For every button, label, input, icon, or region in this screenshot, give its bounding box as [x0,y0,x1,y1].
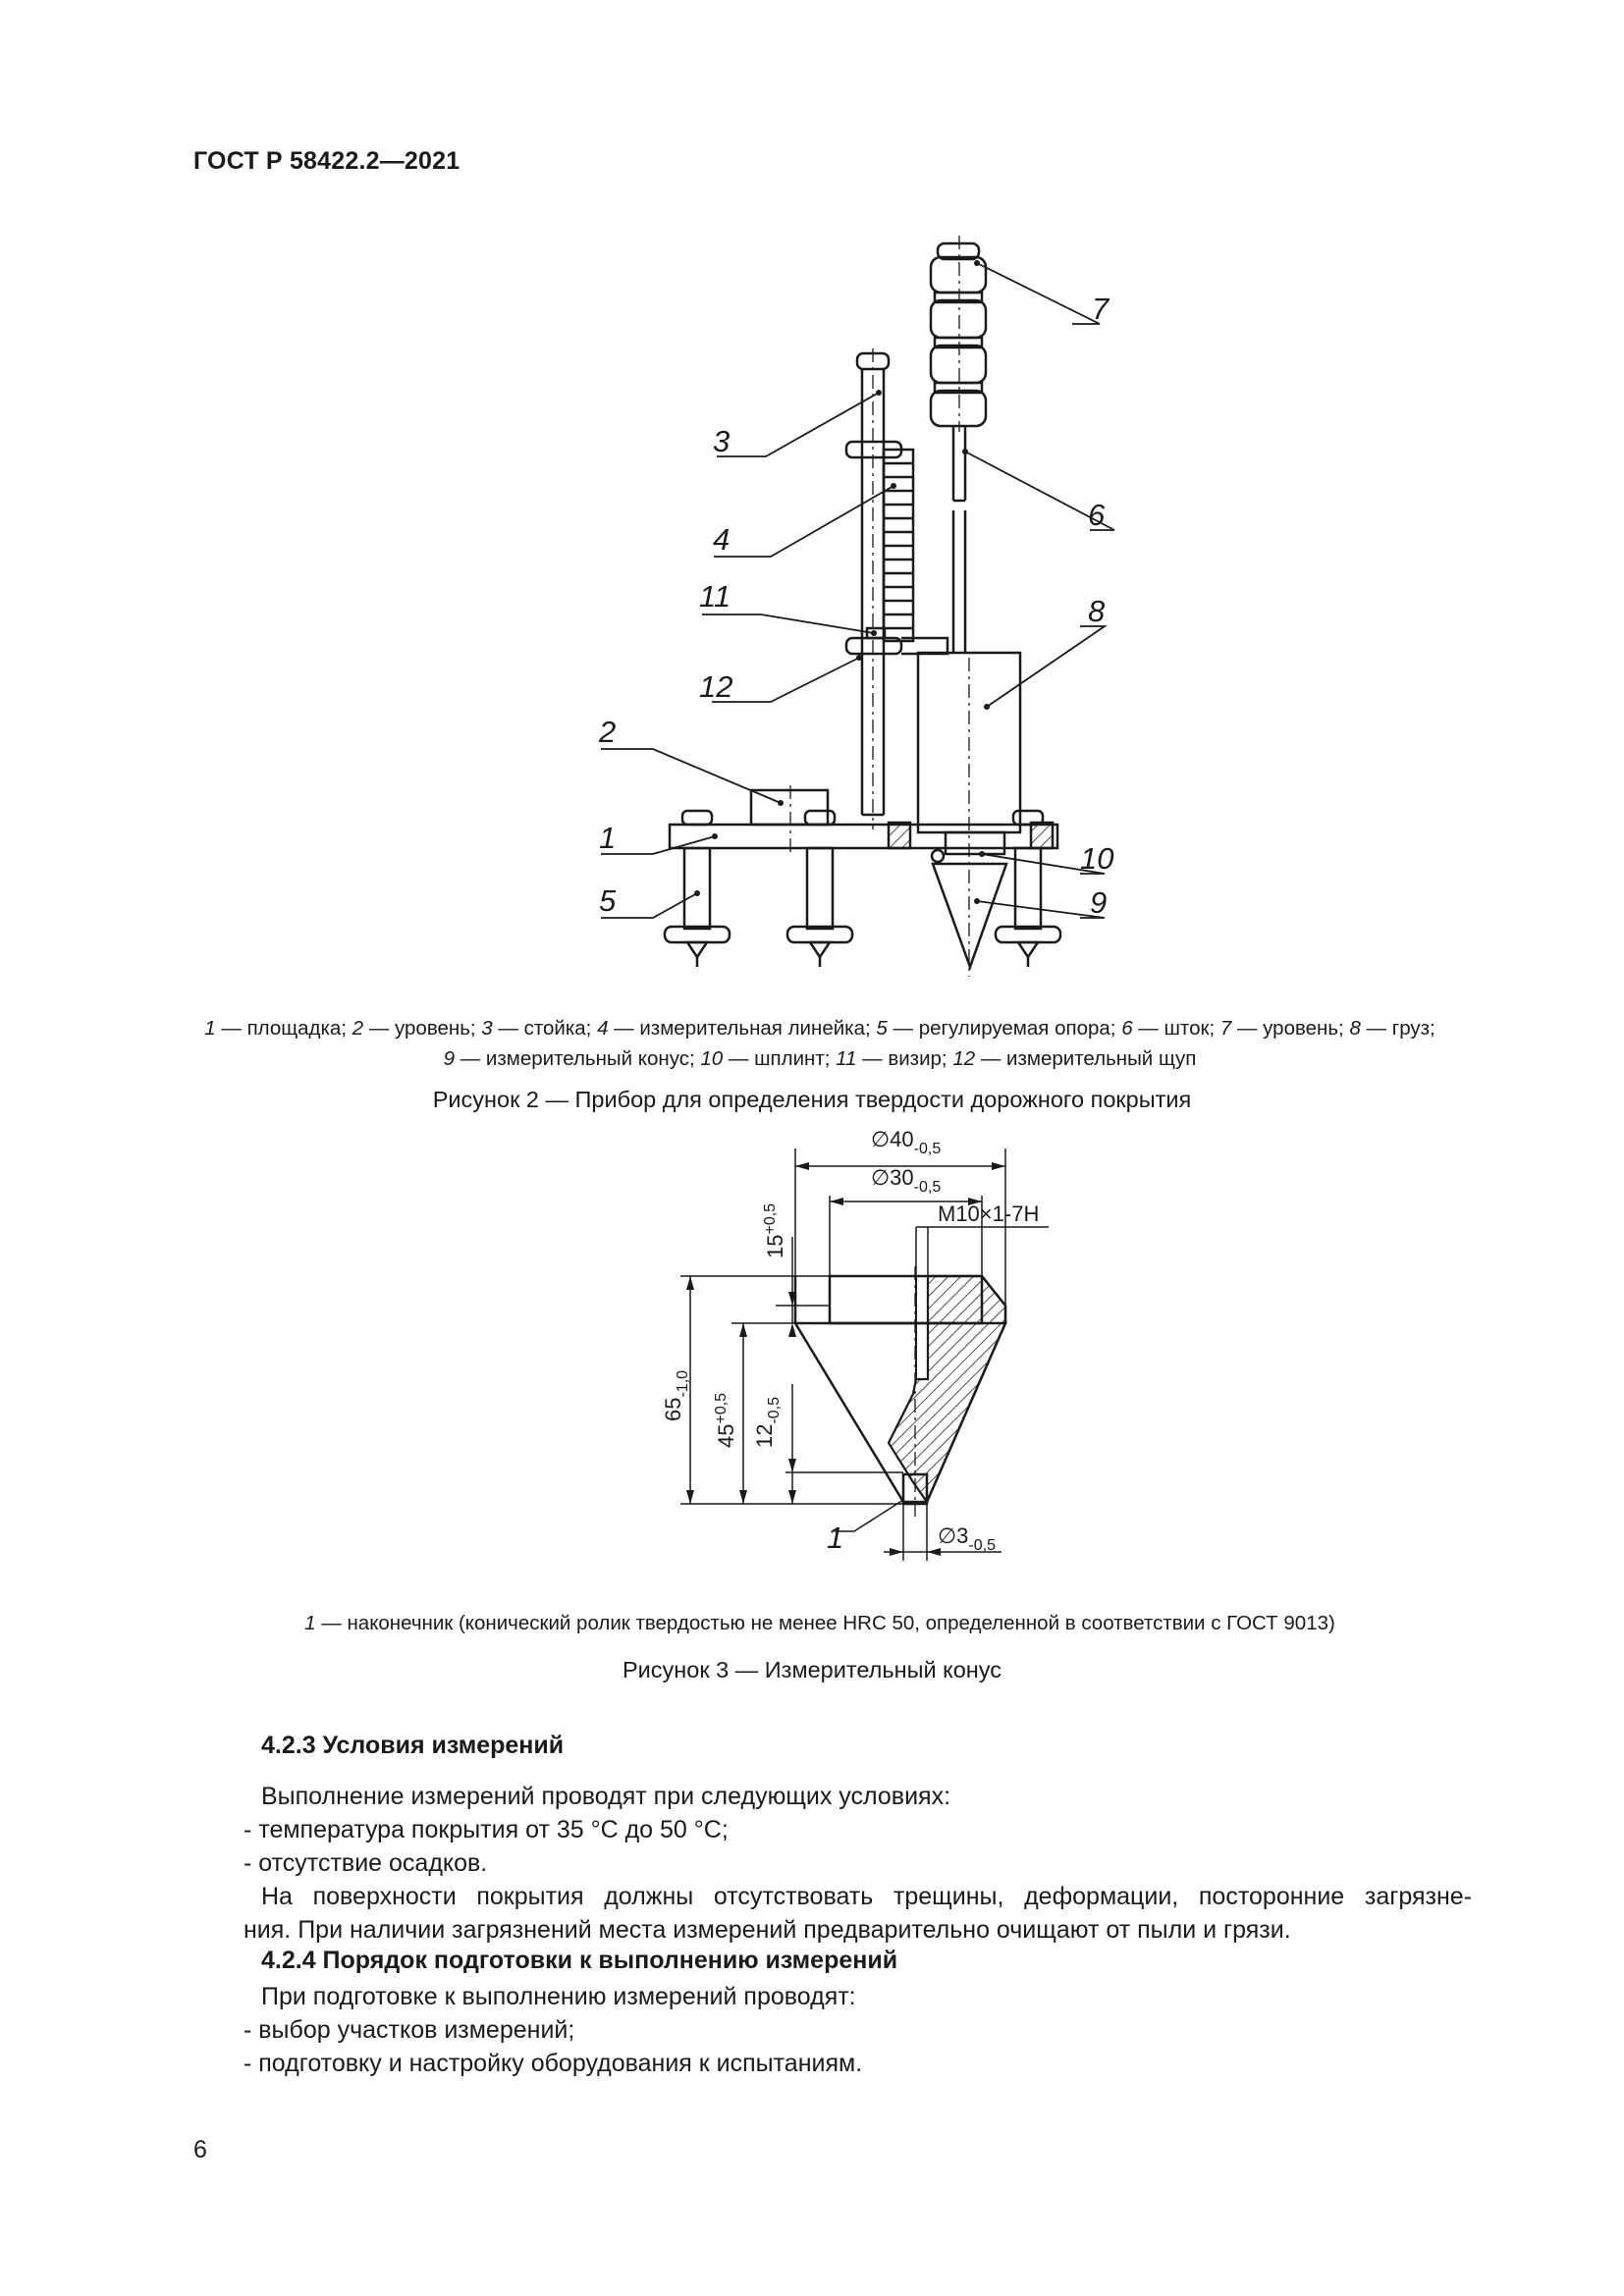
section-4-2-3-intro: Выполнение измерений проводят при следую… [261,1783,951,1810]
dim-thread: M10×1-7H [938,1201,1039,1226]
callout-2: 2 [598,715,616,749]
dim-d40: ∅40 [871,1127,914,1151]
leg-middle [785,809,854,967]
callout-8: 8 [1088,594,1106,628]
dim-h45: 45 [714,1424,738,1448]
device-body [663,241,1062,971]
svg-text:∅3-0,5: ∅3-0,5 [938,1523,996,1554]
svg-text:65-1,0: 65-1,0 [661,1370,691,1421]
list-item: - подготовку и настройку оборудования к … [244,2050,863,2077]
callout-7: 7 [1092,292,1110,326]
figure-3-caption: Рисунок 3 — Измерительный конус [623,1657,1001,1682]
callout-5: 5 [599,883,617,918]
callout-6: 6 [1088,498,1106,532]
legend-line-1: 1 — площадка; 2 — уровень; 3 — стойка; 4… [204,1017,1435,1040]
figure-3-callout-1: 1 [827,1521,843,1555]
dim-h12-tol: -0,5 [766,1397,783,1424]
dim-h15-tol: +0,5 [762,1203,779,1235]
svg-text:15+0,5: 15+0,5 [762,1203,787,1258]
callout-1: 1 [599,821,616,855]
leg-right [994,809,1062,967]
callout-4: 4 [713,522,730,557]
dim-h45-tol: +0,5 [713,1393,730,1424]
callout-10: 10 [1080,841,1113,876]
page-number: 6 [193,2136,207,2163]
figure-2-legend: 1 — площадка; 2 — уровень; 3 — стойка; 4… [177,1013,1463,1074]
document-header: ГОСТ Р 58422.2—2021 [193,147,460,175]
dim-h12: 12 [752,1424,777,1448]
callout-3: 3 [713,424,730,458]
callout-11: 11 [699,579,731,614]
section-4-2-3-title: 4.2.3 Условия измерений [261,1732,565,1759]
section-4-2-3-paragraph-line-2: ния. При наличии загрязнений места измер… [244,1916,1291,1944]
dimension-lines [680,1148,1049,1561]
dim-d3-tol: -0,5 [968,1537,996,1554]
section-4-2-4-title: 4.2.4 Порядок подготовки к выполнению из… [261,1947,898,1974]
dim-d30: ∅30 [871,1165,914,1190]
section-4-2-3-paragraph-line-1: На поверхности покрытия должны отсутство… [261,1883,1472,1910]
list-item: - выбор участков измерений; [244,2016,575,2044]
dim-h65: 65 [661,1398,685,1421]
figure-2-drawing: 3 4 11 12 2 1 5 7 6 8 10 9 [598,236,1115,977]
legend-line-2: 9 — измерительный конус; 10 — шплинт; 11… [443,1047,1197,1070]
callout-9: 9 [1090,885,1107,920]
dim-h65-tol: -1,0 [675,1370,691,1398]
dim-d40-tol: -0,5 [914,1141,942,1157]
svg-text:∅30-0,5: ∅30-0,5 [871,1165,941,1196]
figure-2-caption: Рисунок 2 — Прибор для определения тверд… [432,1087,1192,1112]
svg-text:∅40-0,5: ∅40-0,5 [871,1127,941,1157]
dim-d3: ∅3 [938,1523,968,1548]
figure-3-legend: 1 — наконечник (конический ролик твердос… [304,1612,1335,1634]
dim-h15: 15 [763,1235,787,1258]
list-item: - температура покрытия от 35 °С до 50 °С… [244,1816,729,1843]
leg-left [663,809,731,967]
list-item: - отсутствие осадков. [244,1849,488,1877]
section-4-2-4-intro: При подготовке к выполнению измерений пр… [261,1983,856,2010]
callout-12: 12 [699,669,732,704]
figure-3-drawing: ∅40-0,5 ∅30-0,5 M10×1-7H 15+0,5 65-1,0 4… [661,1127,1049,1561]
svg-text:45+0,5: 45+0,5 [713,1393,738,1448]
svg-text:12-0,5: 12-0,5 [752,1397,783,1448]
dim-d30-tol: -0,5 [914,1179,942,1196]
